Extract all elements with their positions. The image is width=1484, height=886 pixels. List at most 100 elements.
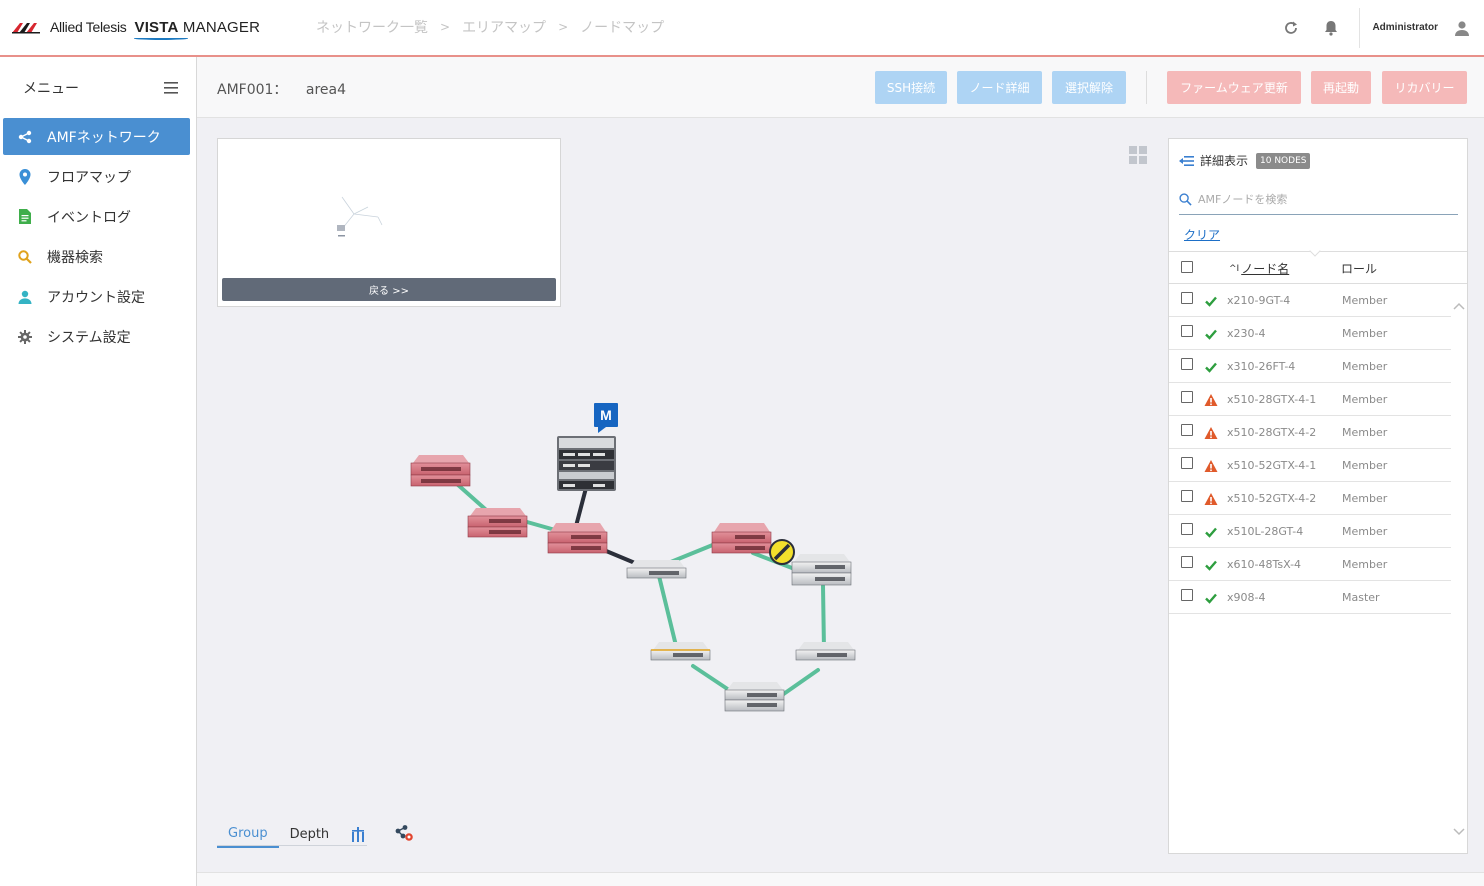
node-search-input[interactable]: [1198, 192, 1438, 206]
node-x510l-28gt-4[interactable]: [724, 682, 785, 712]
breadcrumb-network-list[interactable]: ネットワーク一覧: [316, 20, 428, 36]
node-name: x510-28GTX-4-1: [1227, 393, 1317, 406]
node-search: [1179, 184, 1458, 215]
node-role: Member: [1342, 393, 1388, 406]
map-toolbar: AMF001： area4 SSH接続 ノード詳細 選択解除 ファームウェア更新…: [197, 57, 1484, 118]
tab-depth[interactable]: Depth: [289, 826, 330, 842]
recovery-button[interactable]: リカバリー: [1382, 71, 1467, 104]
sidebar-item-floor-map[interactable]: フロアマップ: [3, 158, 190, 195]
node-name: x610-48TsX-4: [1227, 558, 1302, 571]
warning-icon: [1204, 458, 1218, 472]
tab-hierarchy[interactable]: [340, 820, 376, 848]
node-x510-52gtx-4-1[interactable]: [410, 455, 471, 487]
row-checkbox[interactable]: [1181, 490, 1193, 502]
node-x908-4[interactable]: M: [557, 403, 618, 491]
sidebar-item-event-log[interactable]: イベントログ: [3, 198, 190, 235]
sidebar-item-account-settings[interactable]: アカウント設定: [3, 278, 190, 315]
hamburger-icon[interactable]: [164, 81, 178, 94]
node-role: Member: [1342, 426, 1388, 439]
user-icon: [1455, 20, 1469, 36]
hierarchy-icon: [352, 827, 365, 842]
header-actions: Administrator: [1271, 0, 1484, 55]
tab-group[interactable]: Group: [217, 820, 279, 848]
scroll-up-icon[interactable]: [1452, 299, 1466, 313]
table-row[interactable]: x510-28GTX-4-2 Member: [1169, 416, 1451, 449]
user-menu-button[interactable]: [1448, 0, 1476, 55]
firmware-update-button[interactable]: ファームウェア更新: [1167, 71, 1301, 104]
reboot-button[interactable]: 再起動: [1311, 71, 1371, 104]
node-role: Member: [1342, 459, 1388, 472]
row-checkbox[interactable]: [1181, 589, 1193, 601]
network-settings-button[interactable]: [384, 820, 426, 848]
table-row[interactable]: x510-28GTX-4-1 Member: [1169, 383, 1451, 416]
check-icon: [1204, 293, 1218, 307]
menu-title: メニュー: [23, 80, 79, 97]
blocked-link-icon[interactable]: [769, 539, 795, 565]
user-name[interactable]: Administrator: [1372, 22, 1438, 33]
refresh-button[interactable]: [1271, 0, 1311, 55]
sidebar-item-label: システム設定: [47, 329, 131, 346]
check-icon: [1204, 557, 1218, 571]
area-name: area4: [305, 82, 347, 98]
link: [821, 584, 826, 652]
view-mode-tabs: Group Depth: [217, 818, 426, 848]
node-x210-9gt-4[interactable]: [626, 560, 687, 579]
check-icon: [1204, 590, 1218, 604]
clear-search-link[interactable]: クリア: [1184, 228, 1221, 242]
node-x510-28gtx-4-1[interactable]: [547, 523, 608, 554]
node-x510-28gtx-4-2[interactable]: [711, 523, 772, 554]
topology-graph[interactable]: M: [397, 388, 877, 728]
row-checkbox[interactable]: [1181, 523, 1193, 535]
notification-button[interactable]: [1311, 0, 1351, 55]
row-checkbox[interactable]: [1181, 292, 1193, 304]
minimap[interactable]: 戻る >>: [217, 138, 561, 307]
sidebar-item-label: 機器検索: [47, 249, 103, 266]
node-name: x510-28GTX-4-2: [1227, 426, 1317, 439]
node-x610-48tsx-4[interactable]: [791, 554, 852, 586]
node-x310-26ft-4[interactable]: [795, 642, 856, 661]
row-checkbox[interactable]: [1181, 391, 1193, 403]
node-name: x230-4: [1227, 327, 1266, 340]
breadcrumb-area-map[interactable]: エリアマップ: [462, 20, 547, 36]
deselect-button[interactable]: 選択解除: [1052, 71, 1126, 104]
row-checkbox[interactable]: [1181, 424, 1193, 436]
sidebar-item-device-search[interactable]: 機器検索: [3, 238, 190, 275]
breadcrumb-node-map[interactable]: ノードマップ: [580, 20, 665, 36]
brand-company: Allied Telesis: [50, 19, 127, 35]
sidebar-item-system-settings[interactable]: システム設定: [3, 318, 190, 355]
scroll-down-icon[interactable]: [1452, 825, 1466, 839]
warning-icon: [1204, 392, 1218, 406]
panel-header: 詳細表示 10 NODES: [1179, 152, 1311, 169]
row-checkbox[interactable]: [1181, 457, 1193, 469]
svg-text:M: M: [600, 407, 612, 423]
ssh-connect-button[interactable]: SSH接続: [875, 71, 947, 104]
document-icon: [17, 209, 33, 225]
sidebar-item-amf-network[interactable]: AMFネットワーク: [3, 118, 190, 155]
minimap-back-button[interactable]: 戻る >>: [222, 278, 556, 301]
sidebar-item-label: AMFネットワーク: [47, 129, 161, 146]
bell-icon: [1325, 20, 1338, 36]
collapse-panel-icon[interactable]: [1179, 155, 1194, 167]
select-all-checkbox[interactable]: [1181, 261, 1193, 273]
minimap-preview: [337, 196, 383, 237]
column-role[interactable]: ロール: [1341, 262, 1378, 276]
node-x230-4[interactable]: [650, 642, 711, 661]
node-x510-52gtx-4-2[interactable]: [467, 508, 528, 538]
row-checkbox[interactable]: [1181, 325, 1193, 337]
node-detail-button[interactable]: ノード詳細: [957, 71, 1042, 104]
row-checkbox[interactable]: [1181, 358, 1193, 370]
grid-view-icon[interactable]: [1128, 145, 1148, 165]
row-checkbox[interactable]: [1181, 556, 1193, 568]
network-name: AMF001：: [217, 82, 288, 98]
